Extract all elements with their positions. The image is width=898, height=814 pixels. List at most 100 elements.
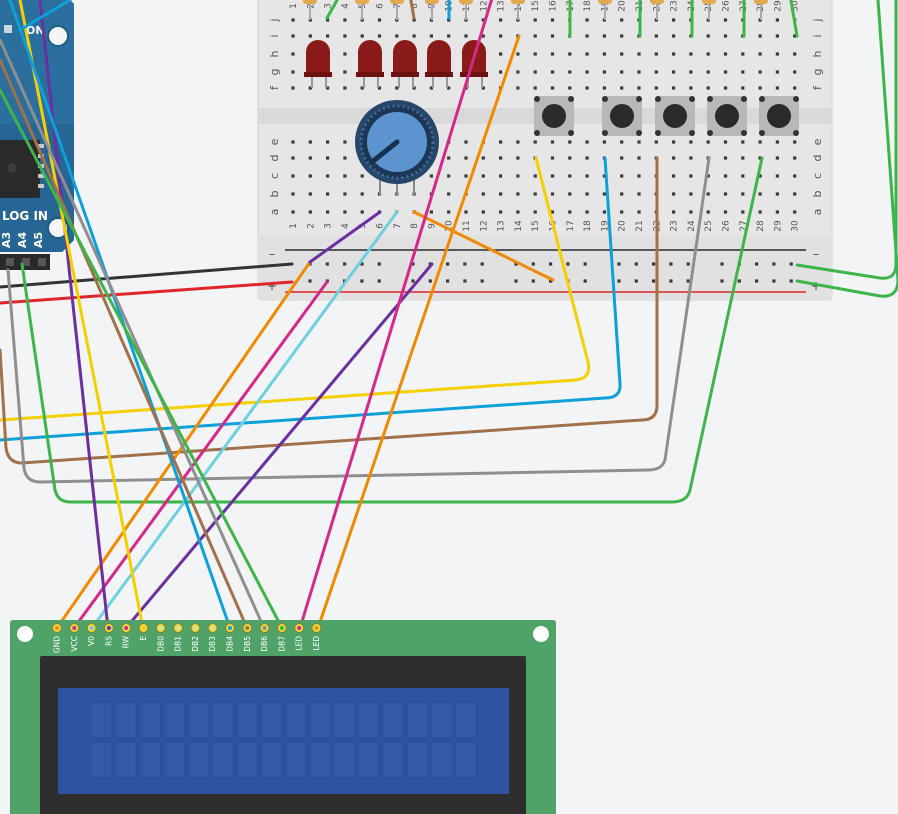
hole[interactable] (516, 174, 520, 178)
hole[interactable] (499, 34, 503, 38)
wire-gray[interactable] (6, 156, 711, 484)
rail-hole[interactable] (549, 262, 553, 266)
hole[interactable] (308, 192, 312, 196)
hole[interactable] (308, 210, 312, 214)
rail-hole[interactable] (514, 279, 518, 283)
hole[interactable] (550, 210, 555, 214)
hole[interactable] (533, 34, 537, 38)
hole[interactable] (706, 86, 710, 90)
hole[interactable] (758, 140, 762, 144)
hole[interactable] (637, 70, 641, 74)
rail-hole[interactable] (514, 262, 518, 266)
hole[interactable] (326, 156, 330, 160)
hole[interactable] (550, 86, 555, 90)
hole[interactable] (360, 192, 364, 196)
hole[interactable] (360, 174, 364, 178)
hole[interactable] (568, 156, 572, 160)
hole[interactable] (464, 140, 468, 144)
rail-hole[interactable] (360, 262, 364, 266)
hole[interactable] (758, 52, 762, 56)
hole[interactable] (568, 192, 572, 196)
hole[interactable] (672, 174, 676, 178)
hole[interactable] (377, 18, 382, 22)
hole[interactable] (447, 174, 451, 178)
hole[interactable] (377, 34, 382, 38)
wire-black[interactable] (0, 262, 294, 289)
hole[interactable] (550, 192, 555, 196)
wire-brown[interactable] (0, 58, 249, 630)
hole[interactable] (308, 174, 312, 178)
hole[interactable] (499, 174, 503, 178)
red-led[interactable] (391, 40, 419, 88)
hole[interactable] (602, 34, 606, 38)
hole[interactable] (620, 192, 624, 196)
hole[interactable] (689, 140, 693, 144)
hole[interactable] (775, 192, 779, 196)
hole[interactable] (775, 18, 779, 22)
hole[interactable] (568, 140, 572, 144)
hole[interactable] (585, 174, 589, 178)
hole[interactable] (689, 70, 693, 74)
hole[interactable] (291, 34, 295, 38)
hole[interactable] (326, 18, 330, 22)
rail-hole[interactable] (480, 262, 484, 266)
resistor[interactable] (355, 0, 369, 20)
hole[interactable] (291, 192, 295, 196)
hole[interactable] (758, 86, 762, 90)
hole[interactable] (395, 34, 399, 38)
hole[interactable] (758, 174, 762, 178)
pushbutton[interactable] (534, 96, 574, 136)
hole[interactable] (585, 140, 589, 144)
hole[interactable] (637, 210, 641, 214)
rail-hole[interactable] (652, 279, 656, 283)
hole[interactable] (481, 192, 485, 196)
hole[interactable] (620, 156, 624, 160)
hole[interactable] (723, 210, 728, 214)
hole[interactable] (706, 174, 710, 178)
hole[interactable] (291, 140, 295, 144)
hole[interactable] (793, 86, 797, 90)
wire-green[interactable] (789, 0, 799, 38)
rail-hole[interactable] (531, 279, 535, 283)
hole[interactable] (499, 210, 503, 214)
hole[interactable] (343, 140, 347, 144)
hole[interactable] (533, 86, 537, 90)
hole[interactable] (793, 192, 797, 196)
rail-hole[interactable] (428, 279, 432, 283)
hole[interactable] (550, 18, 555, 22)
hole[interactable] (429, 174, 433, 178)
hole[interactable] (447, 192, 451, 196)
potentiometer[interactable] (355, 100, 439, 196)
hole[interactable] (499, 18, 503, 22)
hole[interactable] (499, 140, 503, 144)
rail-hole[interactable] (755, 262, 759, 266)
wire-green[interactable] (0, 88, 284, 630)
hole[interactable] (533, 210, 537, 214)
wire-purple[interactable] (38, 0, 110, 630)
hole[interactable] (741, 210, 745, 214)
hole[interactable] (706, 140, 710, 144)
hole[interactable] (706, 192, 710, 196)
hole[interactable] (585, 18, 589, 22)
hole[interactable] (620, 34, 624, 38)
resistor[interactable] (598, 0, 612, 20)
hole[interactable] (360, 34, 364, 38)
rail-hole[interactable] (772, 262, 776, 266)
hole[interactable] (481, 86, 485, 90)
hole[interactable] (654, 52, 658, 56)
hole[interactable] (775, 86, 779, 90)
hole[interactable] (723, 174, 728, 178)
hole[interactable] (585, 192, 589, 196)
rail-hole[interactable] (308, 279, 312, 283)
hole[interactable] (499, 70, 503, 74)
hole[interactable] (481, 174, 485, 178)
resistor[interactable] (459, 0, 473, 20)
wire-purple[interactable] (124, 262, 434, 630)
rail-hole[interactable] (463, 279, 467, 283)
hole[interactable] (360, 86, 364, 90)
hole[interactable] (723, 140, 728, 144)
hole[interactable] (585, 156, 589, 160)
hole[interactable] (672, 192, 676, 196)
resistor[interactable] (650, 0, 664, 20)
